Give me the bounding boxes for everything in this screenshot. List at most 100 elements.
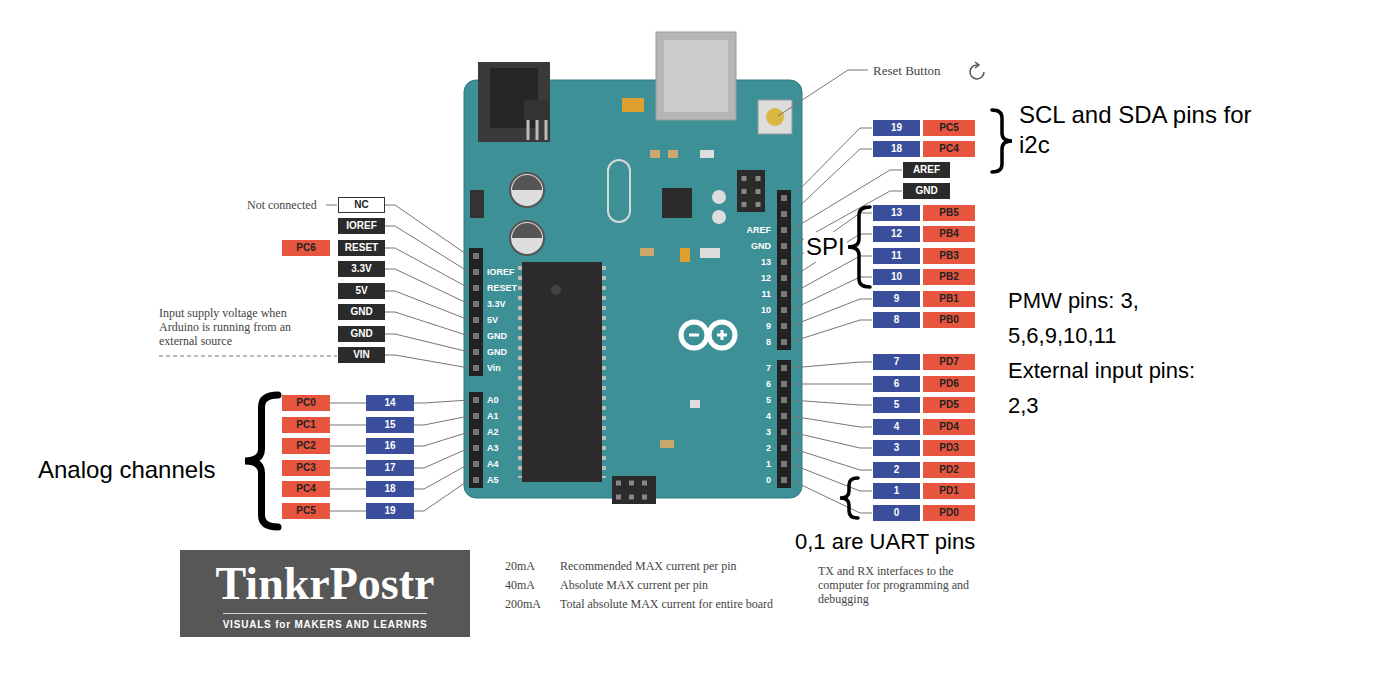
logo-title: TinkrPostr [216, 558, 435, 610]
silkscreen-label: IOREF [487, 266, 515, 278]
silkscreen-label: A1 [487, 410, 499, 422]
annotation: SCL and SDA pins for i2c [1019, 100, 1264, 160]
pin-label: 16 [366, 438, 414, 454]
pin-label: PC6 [282, 240, 330, 256]
note-text: TX and RX interfaces to the computer for… [818, 564, 986, 606]
pin-header [469, 392, 483, 488]
connector-line [330, 511, 366, 512]
pin-label: 11 [873, 248, 920, 264]
pin-name: PC5 [296, 505, 315, 517]
pin-label: 8 [873, 312, 920, 328]
silkscreen-label: 11 [731, 288, 771, 300]
pin-name: 3 [894, 442, 900, 454]
header-pins [473, 253, 479, 374]
pin-name: PD3 [939, 442, 958, 454]
pin-label: 10 [873, 269, 920, 285]
smd-component [660, 440, 674, 448]
pin-label: 3.3V [338, 261, 385, 277]
note-text: Total absolute MAX current for entire bo… [560, 597, 775, 611]
pin-name: 8 [894, 314, 900, 326]
arduino-logo-signs [689, 330, 727, 340]
logo-badge: TinkrPostrVISUALS for MAKERS AND LEARNRS [180, 550, 470, 637]
pin-name: AREF [913, 164, 940, 176]
pin-name: 19 [384, 505, 395, 517]
smd-component [690, 400, 700, 408]
circuit-board [464, 80, 802, 498]
smd-component [640, 248, 654, 256]
microcontroller-chip [522, 262, 602, 482]
pin-label: GND [338, 326, 385, 342]
power-jack [478, 62, 550, 142]
pin-label: PC5 [282, 503, 330, 519]
regulator-legs [528, 120, 546, 140]
pin-name: PD6 [939, 378, 958, 390]
silkscreen-label: GND [487, 330, 507, 342]
pin-name: 12 [891, 228, 902, 240]
pin-name: 5V [355, 285, 367, 297]
silkscreen-label: GND [731, 240, 771, 252]
pin-label: 15 [366, 417, 414, 433]
pin-label: 6 [873, 376, 920, 392]
icsp-header [612, 476, 656, 504]
silkscreen-label: 9 [731, 320, 771, 332]
smd-component [650, 150, 660, 158]
silkscreen-label: 8 [731, 336, 771, 348]
pin-label: PB5 [923, 205, 975, 221]
leader-line [326, 205, 337, 206]
pin-header [777, 190, 791, 350]
silkscreen-label: 5 [731, 394, 771, 406]
logo-tagline: VISUALS for MAKERS AND LEARNRS [223, 613, 428, 630]
connector-line [330, 425, 366, 426]
pin-label: PC3 [282, 460, 330, 476]
pin-name: PC4 [939, 143, 958, 155]
usb-connector [656, 32, 736, 120]
pin-label: 1 [873, 483, 920, 499]
pin-label: PB1 [923, 291, 975, 307]
silkscreen-label: 3.3V [487, 298, 506, 310]
note-text: Input supply voltage when Arduino is run… [159, 306, 311, 348]
pin-label: 5V [338, 283, 385, 299]
pin-label: PC0 [282, 395, 330, 411]
silkscreen-label: 2 [731, 442, 771, 454]
icsp-pins [616, 483, 652, 497]
silkscreen-label: 5V [487, 314, 498, 326]
chip-notch [551, 285, 561, 295]
pin-label: 14 [366, 395, 414, 411]
pin-name: 13 [891, 207, 902, 219]
usb-connector-inner [664, 40, 728, 112]
diode-component [470, 190, 484, 218]
pin-label: 4 [873, 419, 920, 435]
silkscreen-label: 7 [731, 362, 771, 374]
pin-name: PC3 [296, 462, 315, 474]
pin-label: GND [903, 183, 950, 199]
connector-line [330, 489, 366, 490]
pin-name: GND [350, 306, 372, 318]
pin-label: PD3 [923, 440, 975, 456]
pin-name: 9 [894, 293, 900, 305]
dashed-leader [159, 356, 337, 357]
silkscreen-label: 10 [731, 304, 771, 316]
pin-name: VIN [353, 349, 370, 361]
reset-button [758, 100, 792, 134]
pin-name: PC4 [296, 483, 315, 495]
pin-name: PB1 [939, 293, 958, 305]
pin-name: GND [350, 328, 372, 340]
leader-line [778, 70, 868, 116]
pin-label: 17 [366, 460, 414, 476]
pin-label: GND [338, 304, 385, 320]
pin-name: PD4 [939, 421, 958, 433]
pin-name: 14 [384, 397, 395, 409]
pin-label: PB0 [923, 312, 975, 328]
pin-name: 2 [894, 464, 900, 476]
silkscreen-label: 0 [731, 474, 771, 486]
pin-name: 6 [894, 378, 900, 390]
callout-text: Reset Button [873, 63, 941, 78]
note-text: Absolute MAX current per pin [560, 578, 820, 592]
pin-label: IOREF [338, 218, 385, 234]
pin-label: 13 [873, 205, 920, 221]
pin-name: 7 [894, 356, 900, 368]
pin-label: NC [338, 197, 385, 213]
pin-label: PD6 [923, 376, 975, 392]
pin-name: PD2 [939, 464, 958, 476]
